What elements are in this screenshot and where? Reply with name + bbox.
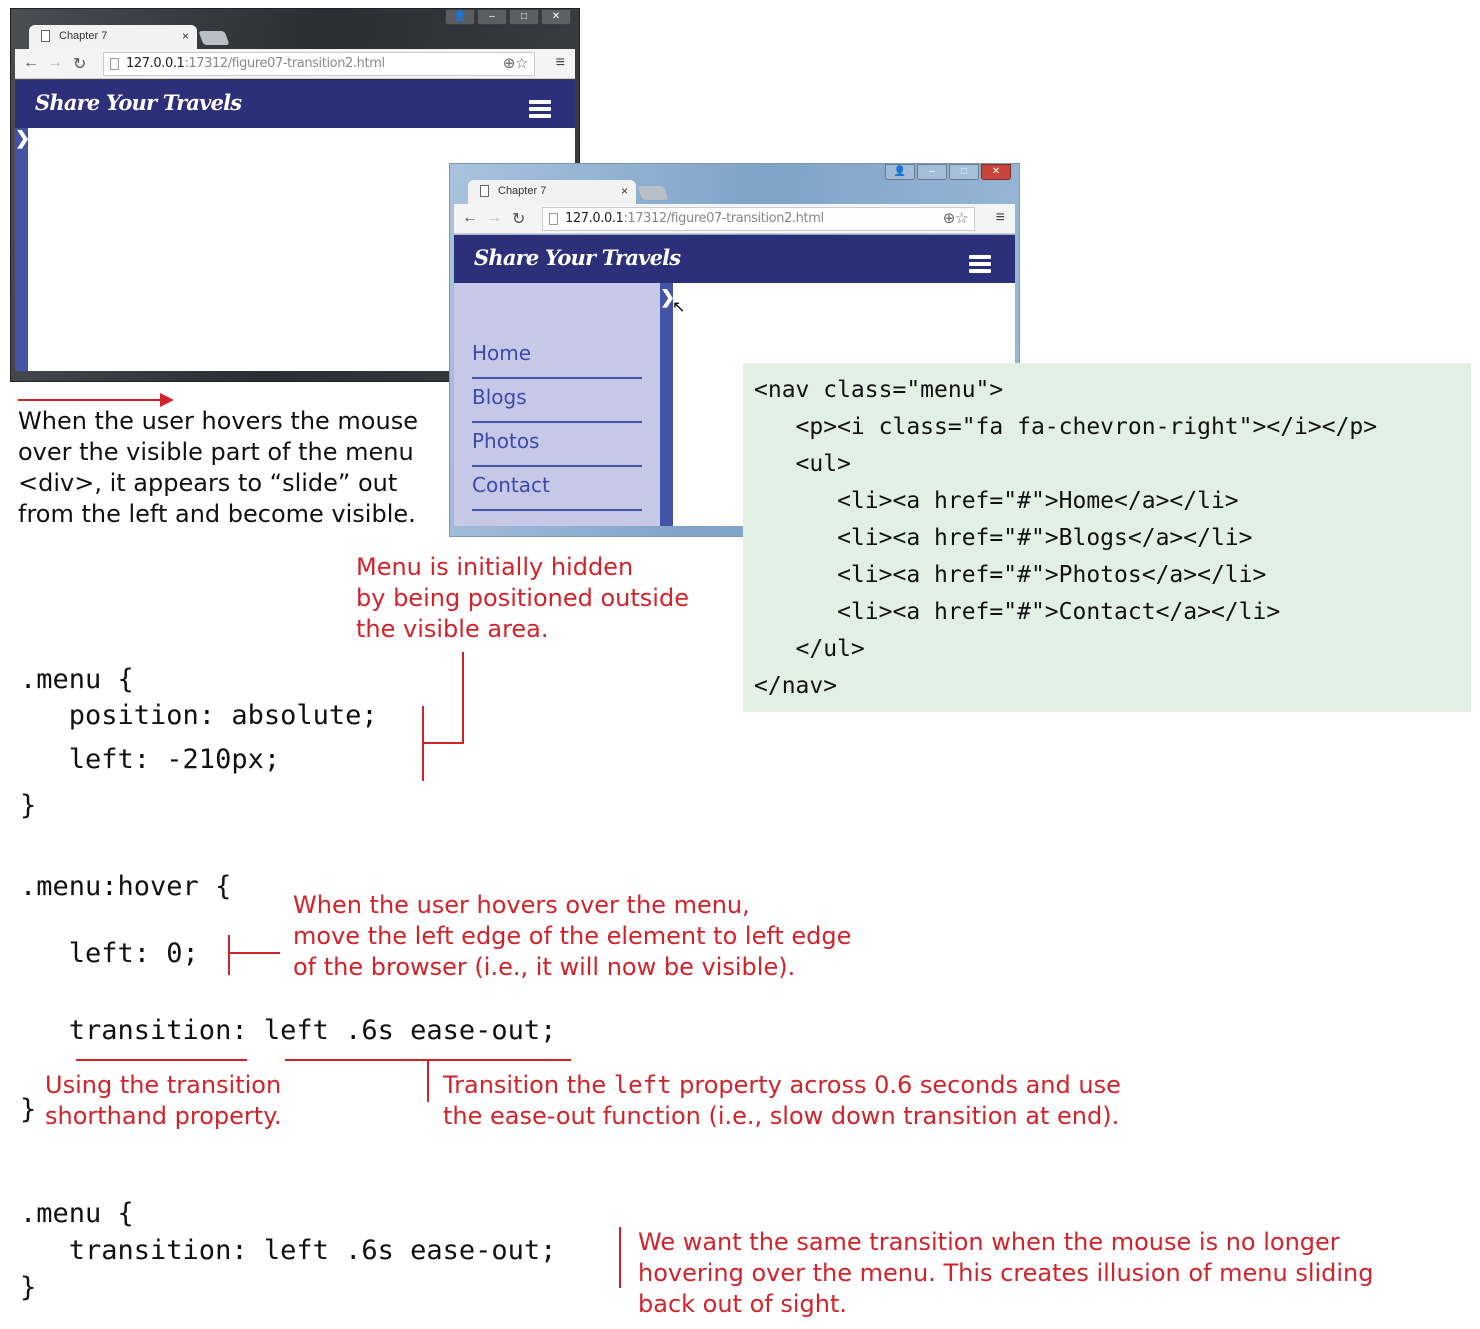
slide-arrow-line — [18, 399, 164, 401]
hamburger-icon[interactable] — [529, 100, 551, 121]
page-icon — [41, 30, 50, 42]
browser-menu-icon[interactable]: ≡ — [995, 209, 1005, 226]
slide-arrow-head — [160, 393, 174, 407]
tab-close-icon[interactable]: × — [181, 29, 189, 43]
close-window-button[interactable]: ✕ — [541, 9, 571, 25]
code-line: </nav> — [754, 673, 838, 699]
bracket-line — [422, 706, 424, 781]
hamburger-icon[interactable] — [969, 255, 991, 276]
reverse-note: We want the same transition when the mou… — [638, 1228, 1374, 1318]
url-path: :17312/figure07-transition2.html — [623, 211, 824, 226]
chevron-right-icon: ❯ — [660, 287, 676, 307]
chevron-right-icon: ❯ — [15, 128, 31, 148]
zoom-star-icons[interactable]: ⊕☆ — [942, 209, 969, 227]
browser-menu-icon[interactable]: ≡ — [555, 54, 565, 71]
url-host: 127.0.0.1 — [126, 56, 185, 71]
back-icon[interactable]: ← — [23, 54, 39, 71]
tab-title: Chapter 7 — [59, 30, 108, 42]
tab-close-icon[interactable]: × — [620, 184, 628, 198]
user-icon[interactable]: 👤 — [885, 164, 915, 180]
menu-link-contact[interactable]: Contact — [472, 471, 642, 511]
bracket-line — [462, 652, 464, 744]
code-line: <li><a href="#">Home</a></li> — [754, 488, 1239, 514]
menu-link-blogs[interactable]: Blogs — [472, 383, 642, 423]
css-line: transition: left .6s ease-out; — [20, 1235, 557, 1266]
browser-tab[interactable]: Chapter 7 × — [29, 25, 197, 49]
css-line: transition: left .6s ease-out; — [20, 1015, 557, 1046]
reload-icon[interactable]: ↻ — [73, 56, 87, 73]
forward-icon[interactable]: → — [47, 54, 63, 71]
left-note: When the user hovers over the menu,move … — [293, 891, 852, 981]
site-header: Share Your Travels — [15, 80, 575, 128]
mouse-cursor-icon: ↖ — [672, 299, 686, 316]
minimize-button[interactable]: – — [477, 9, 507, 25]
slide-menu: Home Blogs Photos Contact — [454, 283, 660, 526]
new-tab-button[interactable] — [198, 31, 230, 45]
browser-toolbar: ← → ↻ 127.0.0.1:17312/figure07-transitio… — [454, 204, 1015, 234]
code-line: <li><a href="#">Blogs</a></li> — [754, 525, 1253, 551]
page-icon — [480, 185, 489, 197]
code-line: </ul> — [754, 636, 865, 662]
css-line: .menu { — [20, 664, 134, 695]
bracket-line — [427, 1061, 429, 1102]
window-controls: 👤–□✕ — [885, 164, 1011, 180]
css-line: } — [20, 1272, 37, 1303]
site-header: Share Your Travels — [454, 235, 1015, 283]
window-controls: 👤–□✕ — [445, 9, 571, 25]
bracket-line — [619, 1227, 621, 1288]
address-bar[interactable]: 127.0.0.1:17312/figure07-transition2.htm… — [542, 207, 975, 231]
maximize-button[interactable]: □ — [509, 9, 539, 25]
underline — [76, 1059, 247, 1061]
code-line: <p><i class="fa fa-chevron-right"></i></… — [754, 414, 1378, 440]
code-line: <nav class="menu"> — [754, 377, 1004, 403]
user-icon[interactable]: 👤 — [445, 9, 475, 25]
css-line: .menu { — [20, 1198, 134, 1229]
underline — [285, 1059, 571, 1061]
new-tab-button[interactable] — [637, 186, 669, 200]
page-icon — [110, 58, 119, 70]
reload-icon[interactable]: ↻ — [512, 211, 526, 228]
transition-note: Transition the left property across 0.6 … — [443, 1071, 1121, 1130]
css-line: .menu:hover { — [20, 871, 232, 902]
bracket-line — [423, 742, 464, 744]
bracket-line — [228, 952, 280, 954]
zoom-star-icons[interactable]: ⊕☆ — [502, 54, 529, 72]
menu-link-photos[interactable]: Photos — [472, 427, 642, 467]
url-path: :17312/figure07-transition2.html — [184, 56, 385, 71]
bracket-line — [228, 935, 230, 975]
site-logo: Share Your Travels — [474, 245, 681, 270]
code-line: <li><a href="#">Contact</a></li> — [754, 599, 1281, 625]
code-line: <ul> — [754, 451, 851, 477]
menu-strip[interactable]: ❯ — [660, 283, 676, 526]
close-window-button[interactable]: ✕ — [981, 164, 1011, 180]
css-line: } — [20, 1094, 37, 1125]
code-line: <li><a href="#">Photos</a></li> — [754, 562, 1267, 588]
tab-title: Chapter 7 — [498, 185, 547, 197]
back-icon[interactable]: ← — [462, 209, 478, 226]
url-host: 127.0.0.1 — [565, 211, 624, 226]
address-bar[interactable]: 127.0.0.1:17312/figure07-transition2.htm… — [103, 52, 535, 76]
css-line: left: -210px; — [20, 744, 281, 775]
page-body: Home Blogs Photos Contact ❯ ↖ — [454, 283, 1015, 526]
minimize-button[interactable]: – — [917, 164, 947, 180]
maximize-button[interactable]: □ — [949, 164, 979, 180]
css-line: position: absolute; — [20, 700, 378, 731]
html-code-box: <nav class="menu"> <p><i class="fa fa-ch… — [743, 363, 1471, 712]
site-logo: Share Your Travels — [35, 90, 242, 115]
page-icon — [549, 213, 558, 225]
menu-strip[interactable]: ❯ — [15, 128, 31, 371]
css-line: } — [20, 790, 37, 821]
browser-toolbar: ← → ↻ 127.0.0.1:17312/figure07-transitio… — [15, 49, 575, 79]
forward-icon[interactable]: → — [486, 209, 502, 226]
browser-tab[interactable]: Chapter 7 × — [468, 180, 636, 204]
css-line: left: 0; — [20, 938, 199, 969]
menu-link-home[interactable]: Home — [472, 339, 642, 379]
